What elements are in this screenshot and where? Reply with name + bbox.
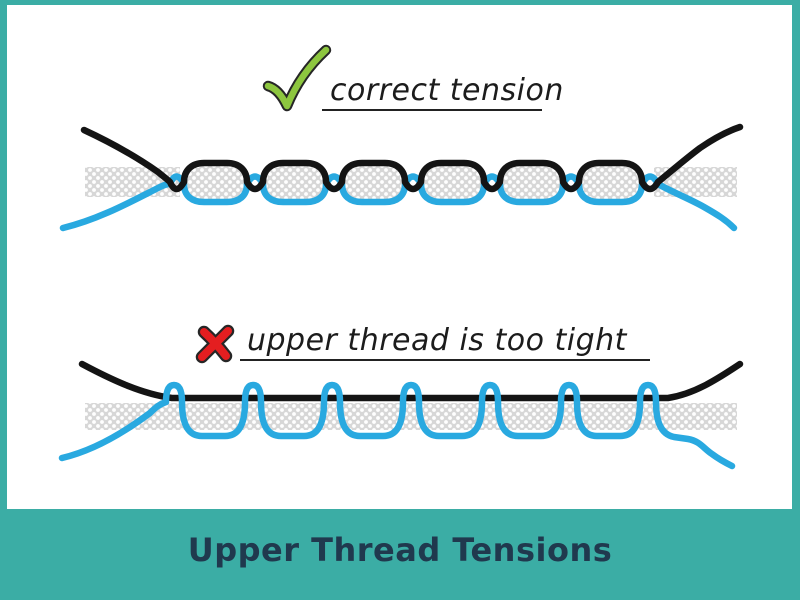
check-icon [262, 44, 332, 112]
upper-thread-correct [80, 123, 744, 193]
bobbin-thread-tight [58, 381, 736, 470]
correct-tension-label: correct tension [330, 73, 564, 108]
bobbin-thread-correct [59, 173, 738, 232]
correct-tension-diagram [59, 44, 744, 232]
too-tight-label: upper thread is too tight [247, 323, 627, 358]
page-title: Upper Thread Tensions [187, 531, 613, 569]
too-tight-diagram [58, 324, 744, 470]
x-icon [195, 324, 235, 364]
fabric-band [85, 403, 737, 430]
fabric-stitch-cells [184, 165, 642, 200]
